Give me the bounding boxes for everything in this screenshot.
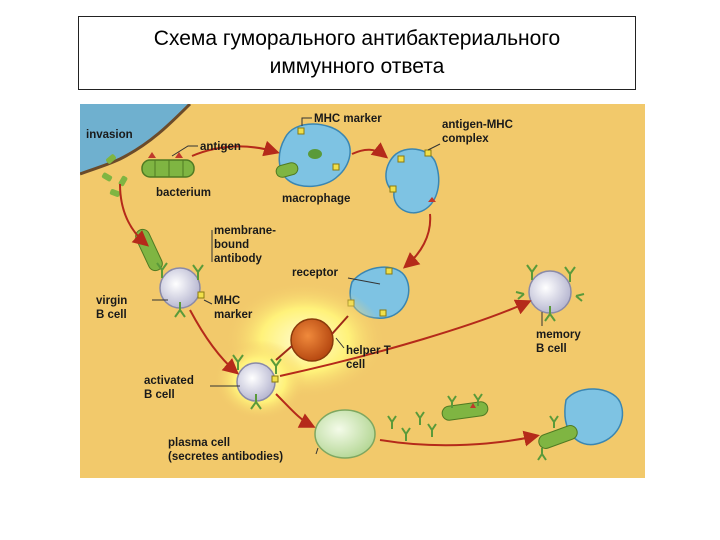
- label-membrane-2: bound: [214, 239, 249, 251]
- arrow-activated-to-memory: [279, 299, 532, 377]
- slide-title: Схема гуморального антибактериального им…: [79, 25, 635, 81]
- label-membrane-3: antibody: [214, 253, 263, 265]
- arrow-invasion-to-virgin: [119, 183, 150, 247]
- arrow-activated-to-plasma: [275, 393, 316, 428]
- macrophage: [275, 123, 351, 188]
- title-line-2: иммунного ответа: [269, 55, 445, 78]
- macrophage-engulfing: [537, 388, 624, 461]
- arrow-macrophage-to-complex: [351, 142, 389, 159]
- opsonized-bacterium: [441, 393, 489, 421]
- label-activated-1: activated: [144, 375, 194, 387]
- label-antigen-mhc-1: antigen-MHC: [442, 119, 513, 131]
- helper-t-cell: [275, 315, 349, 362]
- label-memory-1: memory: [536, 329, 581, 341]
- label-macrophage: macrophage: [282, 193, 350, 205]
- label-antigen: antigen: [200, 141, 241, 153]
- immune-diagram: invasion antigen bacterium MHC marker ma…: [80, 104, 624, 463]
- invading-bacteria: [101, 154, 128, 197]
- label-receptor: receptor: [292, 267, 339, 279]
- label-plasma-2: (secretes antibodies): [168, 451, 283, 463]
- label-plasma-1: plasma cell: [168, 437, 230, 449]
- label-mhc-1: MHC: [214, 295, 240, 307]
- label-mhc-2: marker: [214, 309, 253, 321]
- leader-lines: [152, 117, 543, 455]
- label-antigen-mhc-2: complex: [442, 133, 489, 145]
- secreted-antibodies: [387, 411, 437, 441]
- arrow-invasion-to-macrophage: [191, 140, 280, 157]
- bacterium: [141, 152, 195, 178]
- label-bacterium: bacterium: [156, 187, 211, 199]
- tissue-edge: [80, 104, 192, 176]
- label-helper-1: helper T: [346, 345, 391, 357]
- memory-b-cell: [515, 264, 585, 322]
- tissue-surface: [80, 104, 190, 174]
- process-arrows: [119, 140, 540, 447]
- label-mhc-marker-top: MHC marker: [314, 113, 382, 125]
- arrow-virgin-to-activated: [189, 309, 240, 375]
- label-virgin-1: virgin: [96, 295, 127, 307]
- title-box: Схема гуморального антибактериального им…: [78, 16, 636, 90]
- label-membrane-1: membrane-: [214, 225, 276, 237]
- virgin-b-cell: [135, 228, 205, 318]
- arrow-complex-to-receptor: [402, 213, 432, 269]
- label-helper-2: cell: [346, 359, 365, 371]
- plasma-cell: [314, 409, 376, 459]
- label-invasion: invasion: [86, 129, 133, 141]
- title-line-1: Схема гуморального антибактериального: [153, 27, 561, 50]
- arrow-plasma-to-macrophage: [379, 430, 540, 447]
- macrophage-antigen-complex: [385, 148, 440, 214]
- label-activated-2: B cell: [144, 389, 175, 401]
- immune-response-figure: invasion antigen bacterium MHC marker ma…: [80, 104, 645, 478]
- label-memory-2: B cell: [536, 343, 567, 355]
- label-virgin-2: B cell: [96, 309, 127, 321]
